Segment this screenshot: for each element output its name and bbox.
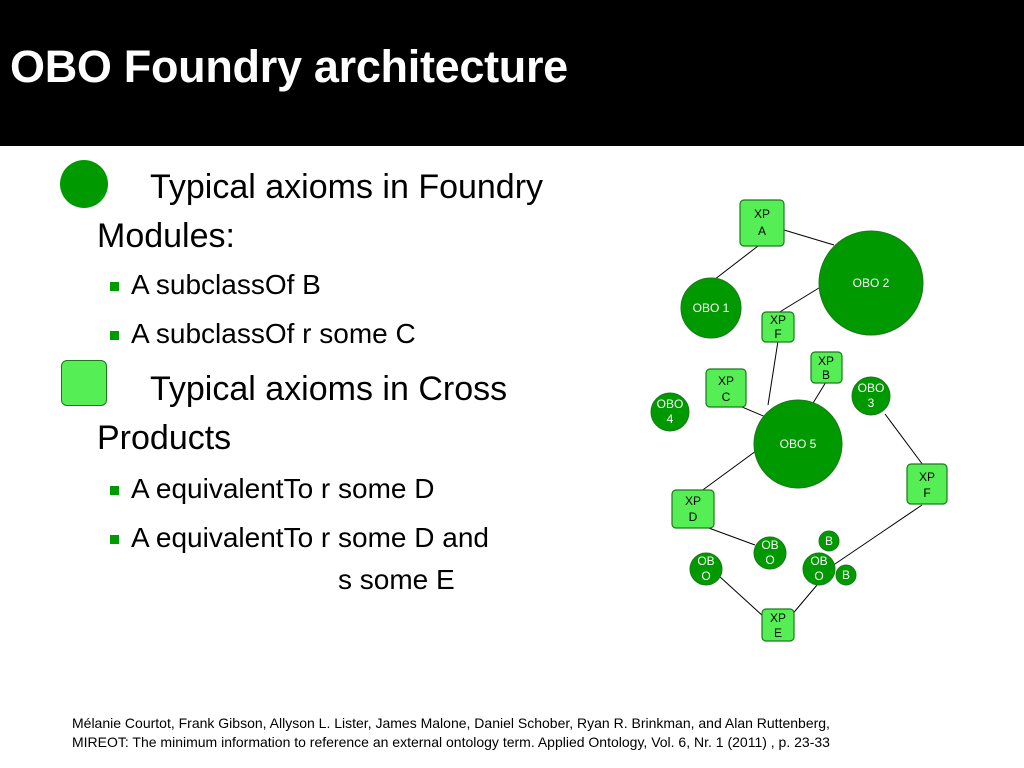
node-b-right-label: B [842,568,850,582]
node-xp-f-top-label-2: F [774,327,781,341]
node-xp-a-label-1: XP [754,207,770,221]
node-xp-d-label-1: XP [685,494,701,508]
section-2-heading-line-2: Products [97,419,232,457]
node-xp-c-label-2: C [722,390,731,404]
node-obo2-label: OBO 2 [853,276,890,290]
node-obo-right [802,552,836,586]
node-obo1-label: OBO 1 [693,301,730,315]
node-xp-b [810,351,843,384]
node-obo1 [680,277,742,339]
section-1-bullet-1: A subclassOf B [110,271,321,299]
node-xp-c [705,368,747,408]
node-xp-b-label-1: XP [818,354,834,368]
section-1-bullet-2: A subclassOf r some C [110,320,416,348]
section-1-heading-line-1: Typical axioms in Foundry [150,168,544,206]
bullet-text: A equivalentTo r some D [131,473,435,504]
node-obo-right-label-2: O [814,569,823,583]
node-xp-d-label-2: D [689,510,698,524]
edge-xpa-obo1 [709,245,759,284]
foundry-module-marker-icon [60,160,108,208]
edge-xpa-obo2 [783,229,835,246]
edge-oboleft-xpe [718,575,765,618]
node-xp-f-right [906,463,948,505]
node-obo2 [818,230,924,336]
edge-xpf-oboright [831,504,923,567]
title-bar: OBO Foundry architecture [0,0,1024,146]
node-xp-e-label-2: E [774,626,782,640]
bullet-text: A subclassOf B [131,269,321,300]
node-obo-mid [753,536,787,570]
node-obo3 [851,376,891,416]
node-xp-e-label-1: XP [770,611,786,625]
node-obo4 [650,392,690,432]
edge-xpd-obomid [705,526,756,546]
node-obo5-label: OBO 5 [780,437,817,451]
bullet-text: A equivalentTo r some D and [131,522,489,553]
edge-obo5-xpd [699,447,761,493]
node-obo4-label-2: 4 [667,412,674,426]
citation: Mélanie Courtot, Frank Gibson, Allyson L… [72,714,830,752]
node-b-top-label: B [825,534,833,548]
node-obo3-label-2: 3 [868,396,875,410]
section-2-bullet-2: A equivalentTo r some D and [110,524,489,552]
node-xp-f-right-label-1: XP [919,470,935,484]
node-obo-mid-label-2: O [765,553,774,567]
edge-xpf-obo5 [767,340,779,406]
citation-line-1: Mélanie Courtot, Frank Gibson, Allyson L… [72,715,830,731]
node-xp-f-right-label-2: F [923,486,930,500]
node-xp-f-top [761,311,795,343]
cross-product-marker-icon [61,360,107,406]
node-xp-d [671,489,715,529]
node-xp-b-label-2: B [822,368,830,382]
slide-title: OBO Foundry architecture [10,41,568,92]
node-b-top [818,530,840,552]
node-b-right [835,564,857,586]
citation-line-2: MIREOT: The minimum information to refer… [72,734,830,750]
node-obo-mid-label-1: OB [761,538,778,552]
node-obo3-label-1: OBO [858,381,885,395]
node-xp-c-label-1: XP [718,374,734,388]
bullet-text: A subclassOf r some C [131,318,416,349]
edge-obo3-xpf [884,413,924,466]
bullet-square-icon [110,281,119,291]
node-obo5 [753,399,843,489]
bullet-square-icon [110,330,119,340]
bullet-square-icon [110,485,119,495]
section-1-heading-line-2: Modules: [97,217,235,255]
node-obo-left [689,552,723,586]
node-obo-left-label-1: OB [697,554,714,568]
node-obo-right-label-1: OB [810,554,827,568]
node-xp-a [739,199,785,247]
bullet-square-icon [110,534,119,544]
node-obo4-label-1: OBO [657,397,684,411]
section-2-bullet-1: A equivalentTo r some D [110,475,435,503]
node-xp-e [761,608,795,642]
node-xp-a-label-2: A [758,224,766,238]
section-2-bullet-2-continuation: s some E [338,564,455,595]
node-xp-f-top-label-1: XP [770,313,786,327]
node-obo-left-label-2: O [701,569,710,583]
edge-oboright-xpe [789,584,818,618]
section-2-heading-line-1: Typical axioms in Cross [150,370,508,408]
